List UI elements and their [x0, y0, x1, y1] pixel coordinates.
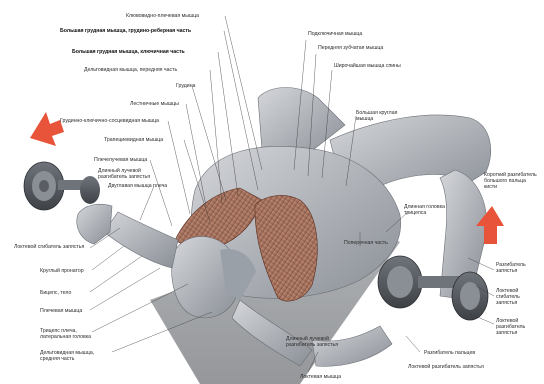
label-pronator-teres: Круглый пронатор [40, 268, 84, 274]
label-ext-digitorum: Разгибатель пальцев [424, 350, 475, 356]
label-subclavius: Подключичная мышца [308, 31, 362, 37]
label-sternum: Грудина [176, 83, 195, 89]
left-upper-arm [104, 212, 178, 268]
label-ext-carpi-radialis-bottom: Длинный лучевой разгибатель запястья [286, 336, 342, 348]
arrow-up-left [30, 112, 64, 146]
label-wrist-extensor: Разгибатель запястья [496, 262, 540, 274]
label-biceps: Двуглавая мышца плеча [108, 183, 167, 189]
label-trapezius: Трапециевидная мышца [104, 137, 163, 143]
label-latissimus-dorsi: Широчайшая мышца спины [334, 63, 401, 69]
label-pec-major-sternocostal: Большая грудная мышца, грудино-реберная … [60, 28, 191, 34]
label-flexor-carpi-ulnaris: Локтевой сгибатель запястья [14, 244, 86, 250]
dumbbell-left [24, 162, 100, 210]
label-transverse-part: Поперечная часть [344, 240, 388, 246]
label-ext-carpi-ulnaris-bottom: Локтевой разгибатель запястья [408, 364, 484, 370]
left-forearm [77, 204, 112, 244]
label-biceps-body: Бицепс, тело [40, 290, 71, 296]
label-brachialis: Плечевая мышца [40, 308, 82, 314]
label-sternocleidomastoid: Грудинно-ключично-сосцевидная мышца [60, 118, 159, 124]
label-anterior-deltoid: Дельтовидная мышца, передняя часть [84, 67, 177, 73]
label-triceps-lateral: Трицепс плеча, латеральная головка [40, 328, 94, 340]
label-anconeus: Локтевая мышца [300, 374, 341, 380]
label-ext-carpi-radialis-longus: Длинный лучевой разгибатель запястья [98, 168, 158, 180]
label-teres-major: Большая круглая мышца [356, 110, 406, 122]
label-ext-carpi-ulnaris-right: Локтевой разгибатель запястья [496, 318, 540, 336]
label-ext-pollicis-brevis: Короткий разгибатель большого пальца кис… [484, 172, 538, 190]
label-pec-major-clavicular: Большая грудная мышца, ключичная часть [72, 49, 185, 55]
label-middle-deltoid: Дельтовидная мышца, средняя часть [40, 350, 112, 362]
label-scalene: Лестничные мышцы [130, 101, 179, 107]
label-triceps-long-head: Длинная головка трицепса [404, 204, 448, 216]
label-brachioradialis: Плечелучевая мышца [94, 157, 147, 163]
label-flexor-carpi-ulnaris-right: Локтевой сгибатель запястья [496, 288, 540, 306]
label-coracobrachialis: Клювовидно-плечевая мышца [126, 13, 199, 19]
label-serratus-anterior: Передняя зубчатая мышца [318, 45, 383, 51]
